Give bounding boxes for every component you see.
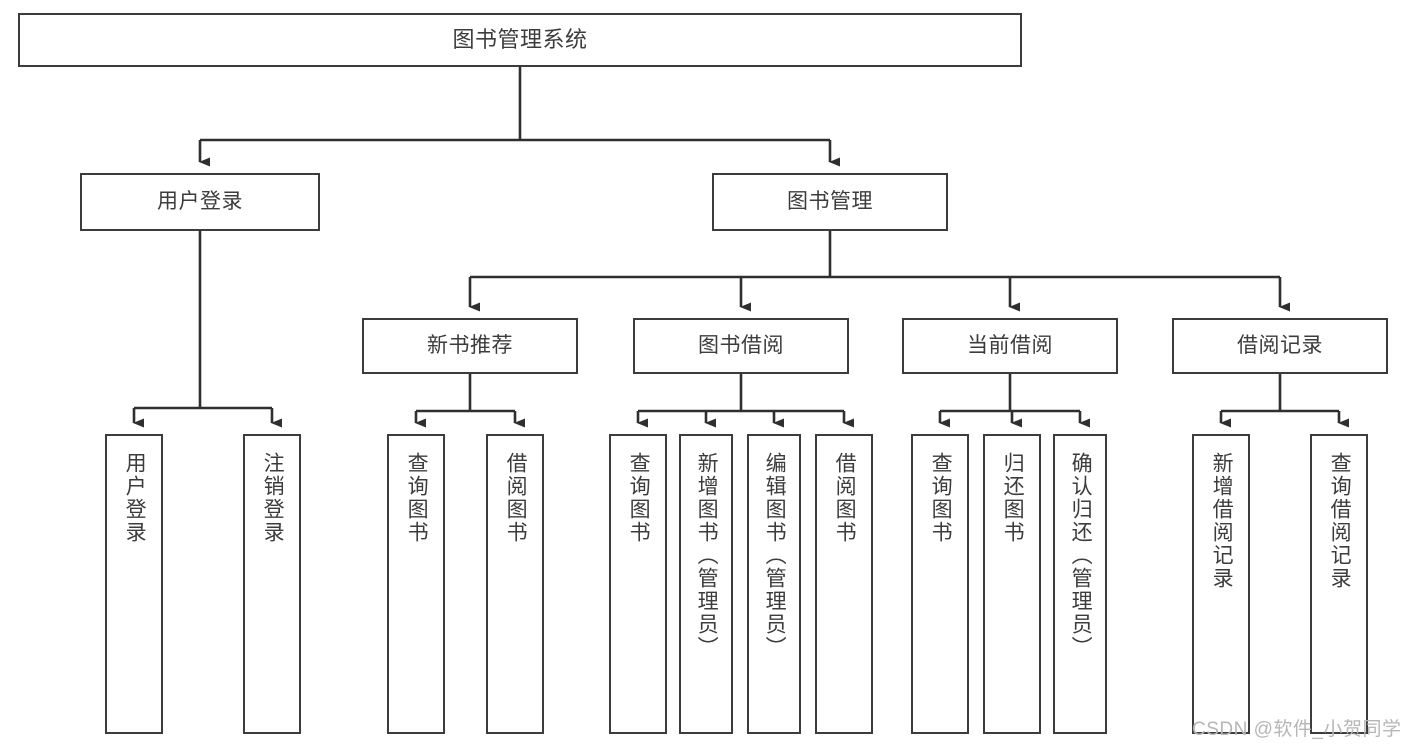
node-l2-borrow-record[interactable]: 借阅记录 [1172,318,1388,374]
node-l1-user-login[interactable]: 用户登录 [80,173,320,231]
node-label: 新增图书（管理员） [695,452,719,659]
node-l3-add-book-admin[interactable]: 新增图书（管理员） [679,434,733,734]
node-label: 查询图书 [627,452,651,544]
node-label: 注销登录 [261,452,285,544]
node-label: 新增借阅记录 [1210,452,1234,590]
node-label: 用户登录 [123,452,147,544]
node-label: 归还图书 [1001,452,1025,544]
node-label: 用户登录 [157,190,243,214]
node-l3-query-book-1[interactable]: 查询图书 [387,434,445,734]
node-l2-current-borrow[interactable]: 当前借阅 [902,318,1118,374]
node-label: 借阅图书 [504,452,528,544]
node-label: 查询图书 [929,452,953,544]
node-l1-book-manage[interactable]: 图书管理 [712,173,948,231]
node-label: 编辑图书（管理员） [763,452,787,659]
node-label: 借阅记录 [1237,334,1323,358]
node-label: 借阅图书 [833,452,857,544]
node-l3-logout-leaf[interactable]: 注销登录 [243,434,301,734]
node-label: 新书推荐 [427,334,513,358]
node-l3-add-borrow-record[interactable]: 新增借阅记录 [1192,434,1250,734]
node-root-book-management-system[interactable]: 图书管理系统 [18,13,1022,67]
node-label: 图书管理 [787,190,873,214]
node-l3-borrow-book-2[interactable]: 借阅图书 [815,434,873,734]
node-l3-user-login-leaf[interactable]: 用户登录 [105,434,163,734]
node-label: 当前借阅 [967,334,1053,358]
node-l2-new-book-recommend[interactable]: 新书推荐 [362,318,578,374]
node-l2-book-borrow[interactable]: 图书借阅 [633,318,849,374]
node-l3-query-book-2[interactable]: 查询图书 [609,434,667,734]
node-l3-query-book-3[interactable]: 查询图书 [911,434,969,734]
node-l3-borrow-book-1[interactable]: 借阅图书 [486,434,544,734]
node-label: 查询图书 [405,452,429,544]
node-label: 图书借阅 [698,334,784,358]
node-label: 查询借阅记录 [1328,452,1352,590]
node-l3-query-borrow-record[interactable]: 查询借阅记录 [1310,434,1368,734]
node-label: 确认归还（管理员） [1069,452,1093,659]
csdn-watermark: CSDN @软件_小贺同学 [1192,719,1402,740]
node-l3-return-book[interactable]: 归还图书 [983,434,1041,734]
node-l3-edit-book-admin[interactable]: 编辑图书（管理员） [747,434,801,734]
node-label: 图书管理系统 [452,26,588,52]
node-l3-confirm-return-admin[interactable]: 确认归还（管理员） [1053,434,1107,734]
